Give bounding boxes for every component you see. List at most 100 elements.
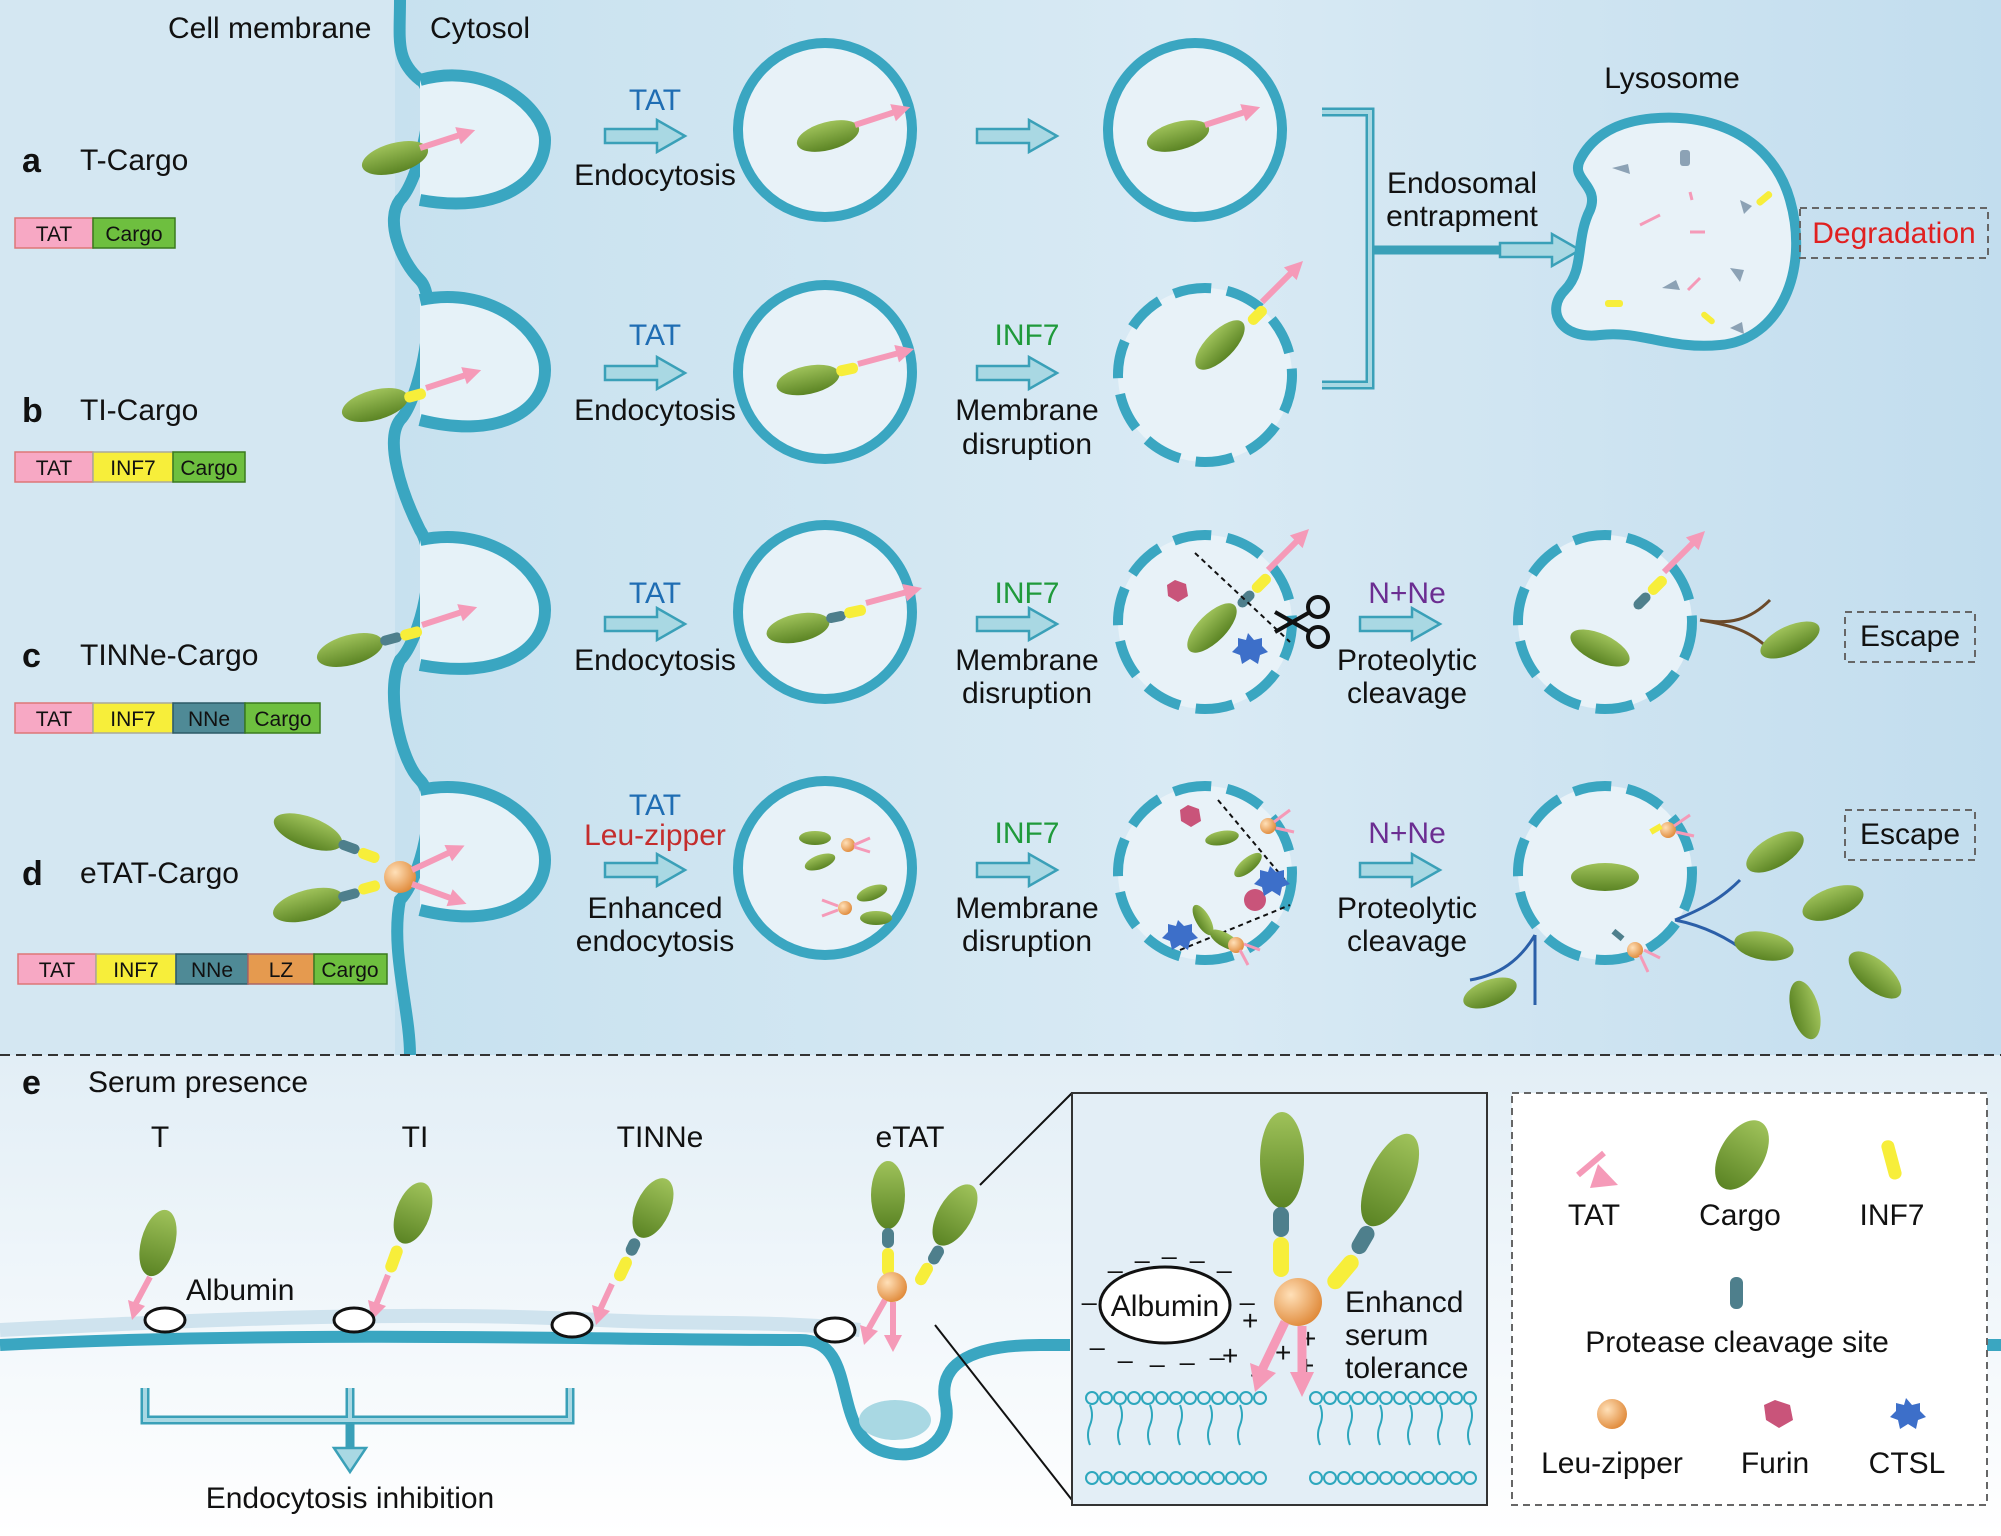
serum-etat-molecule	[813, 1161, 978, 1352]
construct-label-tinne: TINNe	[617, 1121, 704, 1154]
row-c-escape-box	[1844, 611, 1976, 663]
tolerance-label-1: Enhancd	[1345, 1286, 1463, 1319]
row-c-tat-label: TAT	[629, 577, 681, 610]
svg-text:_: _	[1189, 1234, 1205, 1264]
panel-c-letter: c	[22, 637, 41, 675]
row-d-enhanced-label: Enhanced	[587, 892, 722, 925]
row-a-tat-label: TAT	[629, 84, 681, 117]
row-d-inf7-label: INF7	[994, 817, 1059, 850]
svg-text:TAT: TAT	[36, 708, 73, 731]
legend-ctsl-label: CTSL	[1869, 1447, 1946, 1480]
legend-inf7-icon	[1881, 1140, 1902, 1180]
svg-text:TAT: TAT	[36, 223, 73, 246]
lysosome-fragments	[1605, 150, 1773, 334]
lysosome-label: Lysosome	[1604, 62, 1740, 95]
row-c-endocytosis-label: Endocytosis	[574, 644, 736, 677]
legend	[1511, 1092, 1988, 1506]
lipid-bilayer	[1085, 1391, 1477, 1485]
inhibition-bracket	[140, 1388, 575, 1475]
legend-cleavage-site-icon	[1730, 1277, 1743, 1309]
zoom-line-top	[979, 1092, 1073, 1186]
row-c-disruption-label: disruption	[962, 677, 1092, 710]
svg-text:INF7: INF7	[110, 457, 156, 480]
row-d-cleavage-label: cleavage	[1347, 925, 1467, 958]
svg-text:+: +	[1222, 1340, 1238, 1371]
row-b-inf7-label: INF7	[994, 319, 1059, 352]
construct-label-etat: eTAT	[876, 1121, 945, 1154]
svg-text:Cargo: Cargo	[180, 457, 237, 480]
svg-text:_: _	[1107, 1244, 1123, 1274]
row-c-nne-label: N+Ne	[1368, 577, 1446, 610]
serum-title: Serum presence	[88, 1066, 308, 1099]
row-a-endocytosis-label: Endocytosis	[574, 159, 736, 192]
row-d-endosome-1	[733, 776, 917, 960]
cytosol-label: Cytosol	[430, 12, 530, 45]
row-b-disrupted-endosome	[1113, 255, 1309, 467]
cell-membrane-label: Cell membrane	[168, 12, 371, 45]
svg-text:LZ: LZ	[269, 959, 294, 982]
svg-text:NNe: NNe	[191, 959, 233, 982]
row-d-molecule	[273, 813, 470, 923]
row-d-name: eTAT-Cargo	[80, 857, 239, 890]
legend-leu-zipper-icon	[1597, 1399, 1627, 1429]
lysosome	[1551, 112, 1802, 351]
row-d-leu-zipper-label: Leu-zipper	[584, 819, 726, 852]
serum-tinne-molecule	[550, 1178, 674, 1339]
tolerance-label-2: serum	[1345, 1319, 1428, 1352]
row-a-molecule	[361, 122, 478, 175]
row-a-name: T-Cargo	[80, 144, 188, 177]
inhibition-label: Endocytosis inhibition	[206, 1482, 495, 1515]
row-c-inf7-label: INF7	[994, 577, 1059, 610]
row-c-molecule	[316, 599, 480, 667]
extracellular-background	[0, 0, 410, 1055]
serum-t-molecule	[128, 1209, 187, 1334]
lower-membrane	[0, 1330, 1070, 1461]
legend-cleavage-site-label: Protease cleavage site	[1585, 1326, 1889, 1359]
svg-text:Cargo: Cargo	[321, 959, 378, 982]
svg-text:+: +	[1242, 1305, 1258, 1336]
row-c-construct: TAT INF7 NNe Cargo	[14, 702, 321, 734]
row-c-escape-label: Escape	[1860, 620, 1960, 653]
svg-text:TAT: TAT	[36, 457, 73, 480]
panel-d-letter: d	[22, 855, 43, 893]
row-b-construct: TAT INF7 Cargo	[14, 451, 246, 483]
construct-label-ti: TI	[402, 1121, 429, 1154]
row-d-escape-endosome	[1463, 781, 1902, 1040]
row-d-nne-label: N+Ne	[1368, 817, 1446, 850]
row-d-construct: TAT INF7 NNe LZ Cargo	[17, 953, 388, 985]
row-b-disruption-label: disruption	[962, 428, 1092, 461]
legend-inf7-label: INF7	[1859, 1199, 1924, 1232]
degradation-box	[1799, 207, 1989, 259]
row-b-molecule	[341, 362, 484, 422]
svg-text:_: _	[1216, 1244, 1232, 1274]
inset-albumin-label: Albumin	[1111, 1290, 1219, 1323]
svg-text:_: _	[1209, 1331, 1225, 1361]
row-c-membrane-label: Membrane	[955, 644, 1098, 677]
degradation-label: Degradation	[1812, 217, 1975, 250]
row-a-endosome-2	[1103, 38, 1287, 222]
row-b-name: TI-Cargo	[80, 394, 198, 427]
tolerance-label-3: tolerance	[1345, 1352, 1468, 1385]
svg-text:INF7: INF7	[113, 959, 159, 982]
scissors-icon	[1274, 595, 1330, 649]
row-c-cleavage-label: cleavage	[1347, 677, 1467, 710]
row-c-escape-endosome	[1513, 525, 1820, 714]
svg-text:Cargo: Cargo	[254, 708, 311, 731]
row-a-endosome-1	[733, 38, 917, 222]
row-c-proteolytic-label: Proteolytic	[1337, 644, 1477, 677]
row-a-construct: TAT Cargo	[14, 217, 176, 249]
legend-tat-label: TAT	[1568, 1199, 1620, 1232]
svg-text:INF7: INF7	[110, 708, 156, 731]
membrane-pits	[418, 69, 552, 923]
row-d-enhanced-endocytosis-label: endocytosis	[576, 925, 734, 958]
pit-vesicle	[859, 1400, 931, 1440]
panel-b-letter: b	[22, 392, 43, 430]
endosomal-label: Endosomal	[1387, 167, 1537, 200]
svg-text:_: _	[1149, 1338, 1165, 1368]
construct-label-t: T	[151, 1121, 169, 1154]
row-b-endosome-1	[733, 280, 916, 464]
panel-a-letter: a	[22, 142, 42, 180]
row-b-tat-label: TAT	[629, 319, 681, 352]
legend-cargo-label: Cargo	[1699, 1199, 1781, 1232]
serum-albumin-label: Albumin	[186, 1274, 294, 1307]
